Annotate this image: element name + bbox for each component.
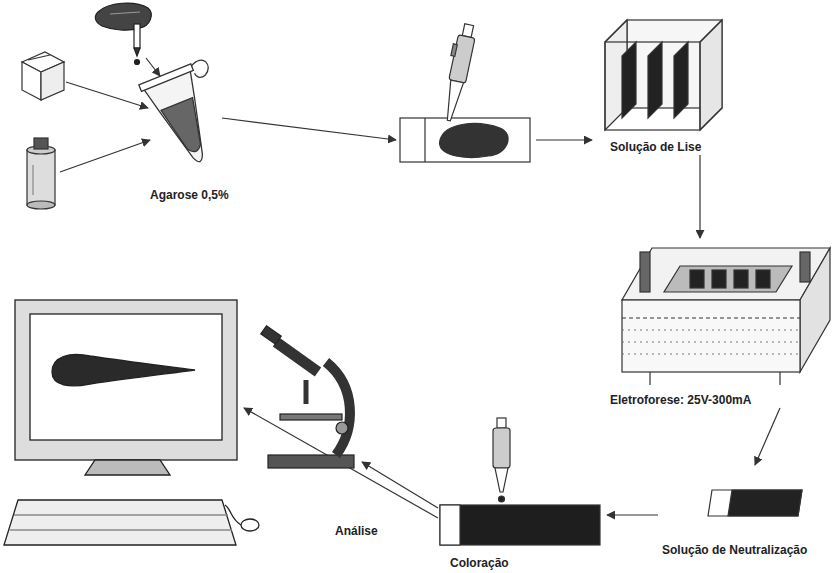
process-step: Agarose 0,5%	[140, 55, 260, 203]
lysis-tank	[605, 20, 722, 130]
step-label: Agarose 0,5%	[150, 188, 229, 203]
flow-arrow	[699, 155, 700, 238]
step-caption: Solução de Neutralização	[662, 543, 807, 558]
process-step: Eletroforese: 25V-300mA	[605, 238, 833, 408]
flow-arrow	[607, 514, 658, 515]
microscope	[261, 326, 354, 468]
step-caption: Agarose 0,5%	[150, 188, 229, 203]
reagent-bottle	[27, 138, 55, 209]
step-label: Solução de Neutralização	[662, 543, 807, 558]
process-step: Coloração	[432, 408, 607, 571]
agarose-tube	[139, 58, 240, 172]
staining-slide	[440, 418, 600, 545]
step-label: Coloração	[450, 556, 509, 571]
step-caption: Solução de Lise	[610, 140, 701, 155]
slide-box	[22, 52, 64, 100]
process-step: Solução de Lise	[598, 10, 730, 155]
electrophoresis-tank	[622, 248, 830, 385]
neutralization-slide	[708, 490, 802, 516]
input-arrows	[60, 58, 592, 172]
flow-arrow	[755, 408, 780, 465]
step-label: Análise	[335, 524, 378, 539]
step-caption: Coloração	[450, 556, 509, 571]
hand-dropper	[95, 3, 151, 64]
slide-loading	[400, 22, 530, 162]
analysis-arrows	[244, 408, 438, 518]
computer	[4, 300, 259, 545]
step-label: Solução de Lise	[610, 140, 701, 155]
process-step: Solução de Neutralização	[658, 465, 833, 558]
step-caption: Eletroforese: 25V-300mA	[610, 393, 751, 408]
step-label: Eletroforese: 25V-300mA	[610, 393, 751, 408]
